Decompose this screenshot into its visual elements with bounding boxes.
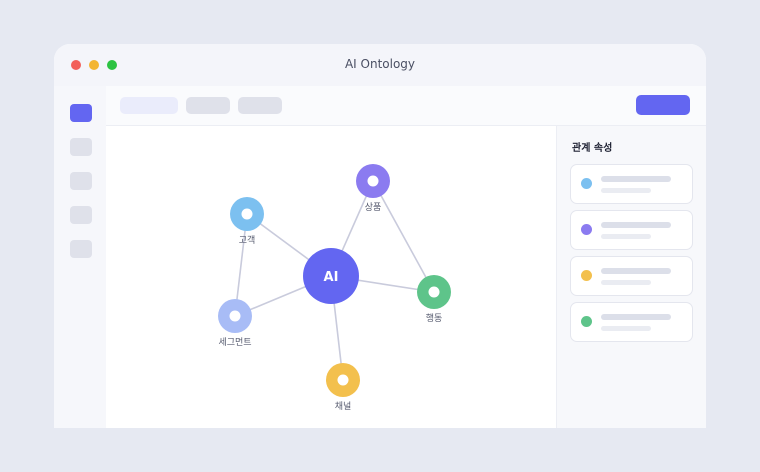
property-line-primary xyxy=(601,314,671,320)
node-label: 세그먼트 xyxy=(218,337,251,348)
node-segment[interactable]: 세그먼트 xyxy=(218,299,252,348)
title-bar: AI Ontology xyxy=(54,44,706,86)
property-card-4[interactable] xyxy=(570,302,693,342)
node-label: 행동 xyxy=(426,312,443,324)
property-line-secondary xyxy=(601,280,651,285)
minimize-window-button[interactable] xyxy=(89,60,99,70)
node-inner-dot xyxy=(337,374,349,386)
property-color-dot xyxy=(581,270,592,281)
property-line-secondary xyxy=(601,326,651,331)
edge-customer-segment[interactable] xyxy=(234,213,248,317)
property-line-secondary xyxy=(601,234,651,239)
property-color-dot xyxy=(581,316,592,327)
toolbar-tab-2[interactable] xyxy=(186,97,230,114)
sidebar-item-3[interactable] xyxy=(70,172,92,190)
window-title: AI Ontology xyxy=(344,57,416,71)
sidebar-item-4[interactable] xyxy=(70,206,92,224)
node-inner-dot xyxy=(367,175,379,187)
edge-product-behavior[interactable] xyxy=(372,180,435,293)
primary-action-button[interactable] xyxy=(636,95,690,115)
node-ai[interactable]: AI xyxy=(303,248,359,304)
toolbar-tab-3[interactable] xyxy=(238,97,282,114)
sidebar-item-2[interactable] xyxy=(70,138,92,156)
node-circle xyxy=(303,248,359,304)
sidebar xyxy=(54,86,106,428)
node-inner-dot xyxy=(241,208,253,220)
node-label: 고객 xyxy=(239,235,256,246)
property-line-primary xyxy=(601,176,671,182)
node-inner-dot xyxy=(428,286,440,298)
sidebar-item-5[interactable] xyxy=(70,240,92,258)
node-label: 상품 xyxy=(365,202,382,213)
node-channel[interactable]: 채널 xyxy=(326,363,360,412)
relation-properties-panel: 관계 속성 xyxy=(556,126,706,428)
property-line-primary xyxy=(601,222,671,228)
node-behavior[interactable]: 행동 xyxy=(417,275,451,324)
property-color-dot xyxy=(581,178,592,189)
node-inner-dot xyxy=(229,310,241,322)
maximize-window-button[interactable] xyxy=(107,60,117,70)
toolbar-tab-1[interactable] xyxy=(120,97,178,114)
property-card-1[interactable] xyxy=(570,164,693,204)
property-line-primary xyxy=(601,268,671,274)
toolbar xyxy=(106,86,706,126)
close-window-button[interactable] xyxy=(71,60,81,70)
node-customer[interactable]: 고객 xyxy=(230,197,264,246)
node-product[interactable]: 상품 xyxy=(356,164,390,213)
property-card-3[interactable] xyxy=(570,256,693,296)
sidebar-item-1[interactable] xyxy=(70,104,92,122)
node-label: AI xyxy=(324,270,339,285)
panel-title: 관계 속성 xyxy=(572,143,613,154)
property-color-dot xyxy=(581,224,592,235)
property-line-secondary xyxy=(601,188,651,193)
node-label: 채널 xyxy=(335,401,352,412)
property-card-2[interactable] xyxy=(570,210,693,250)
